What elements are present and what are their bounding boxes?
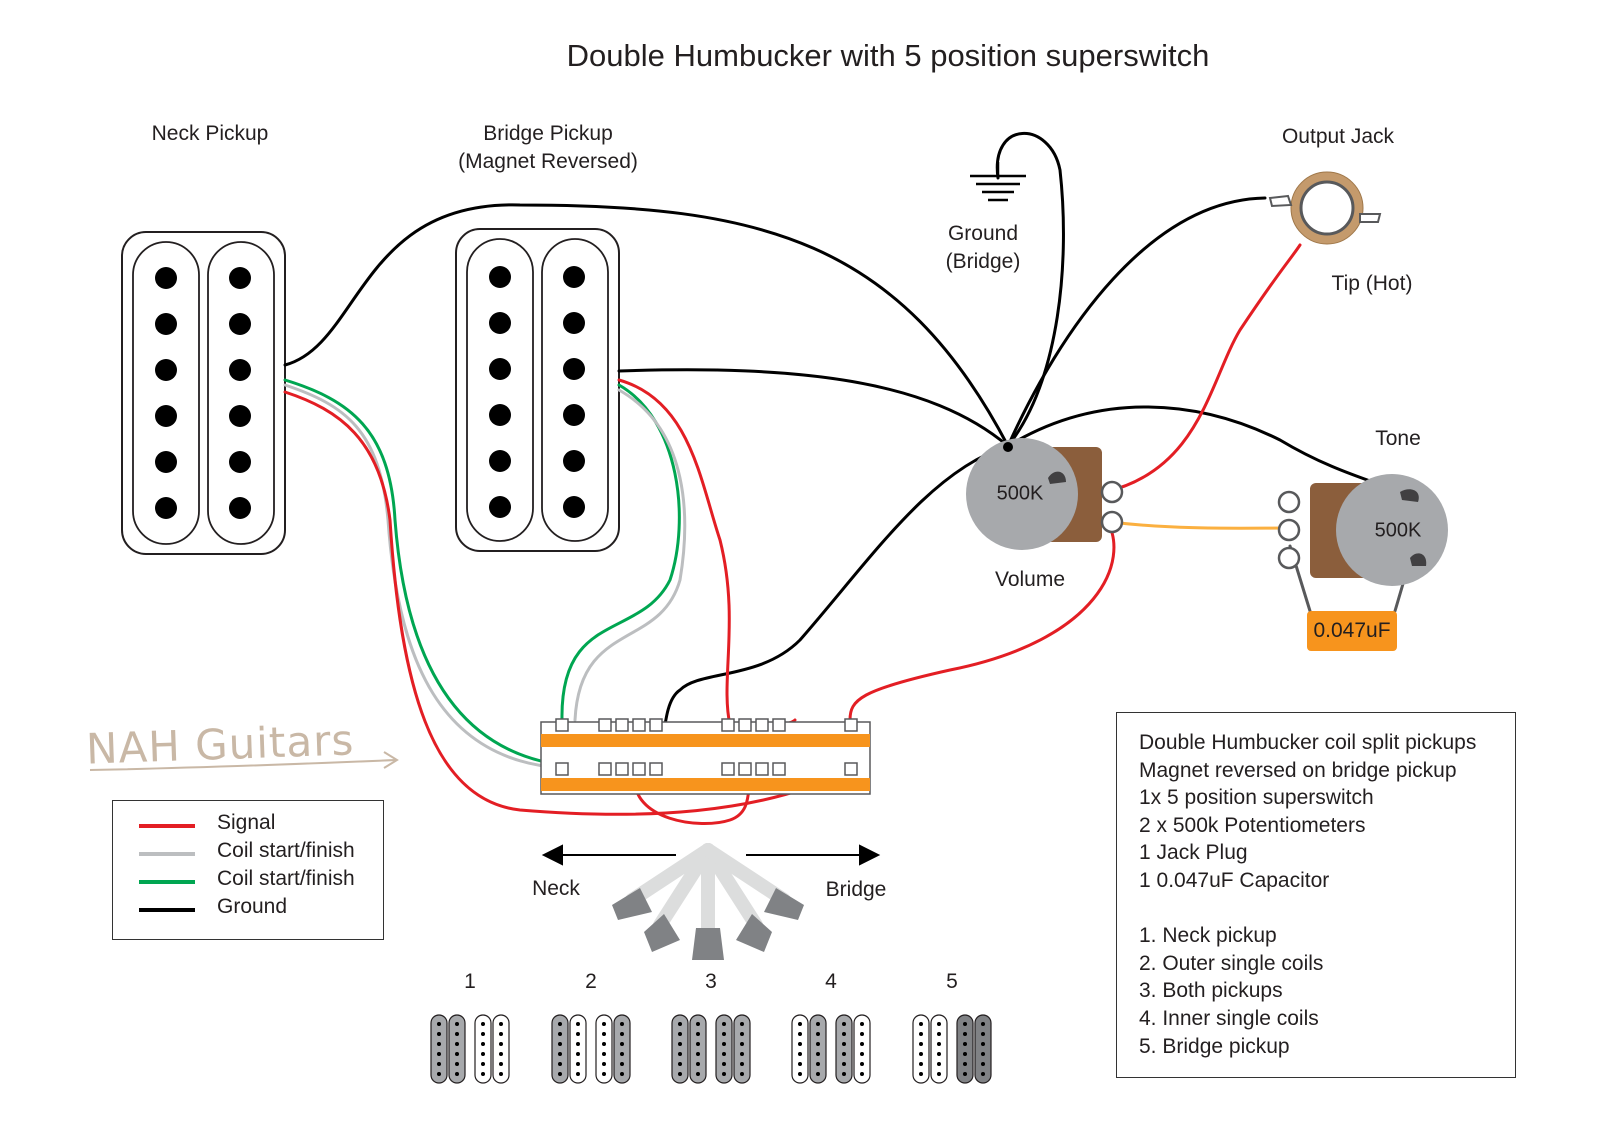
tone-value: 500K [1374, 519, 1422, 542]
neck-direction-label: Neck [532, 877, 580, 900]
legend-coil-grey-swatch [139, 852, 195, 856]
position-diagram-dots [437, 1022, 985, 1076]
legend-ground-swatch [139, 908, 195, 912]
tone-pot [1277, 474, 1448, 586]
brand-arrow [89, 751, 399, 771]
info-line: Double Humbucker coil split pickups [1139, 731, 1477, 754]
info-line: 1 Jack Plug [1139, 841, 1248, 865]
position-3-label: 3 [705, 970, 717, 993]
legend-signal-label: Signal [217, 811, 276, 834]
info-panel: Double Humbucker coil split pickups Magn… [1116, 712, 1516, 1078]
legend: Signal Coil start/finish Coil start/fini… [112, 800, 384, 940]
superswitch [540, 718, 871, 795]
legend-ground-label: Ground [217, 895, 288, 918]
volume-value: 500K [996, 482, 1044, 505]
bridge-pickup [455, 228, 620, 552]
legend-coil-green-swatch [139, 880, 195, 884]
position-diagrams [430, 1014, 992, 1084]
info-line: 1x 5 position superswitch [1139, 786, 1374, 810]
tone-label: Tone [1375, 427, 1421, 450]
output-jack-label: Output Jack [1281, 125, 1395, 148]
position-description: 3. Both pickups [1139, 979, 1283, 1003]
diagram-title: Double Humbucker with 5 position supersw… [566, 38, 1210, 73]
switch-lever-fan [612, 843, 804, 960]
info-spacer [1139, 895, 1515, 923]
position-2-label: 2 [585, 970, 597, 993]
bridge-pickup-label: Bridge Pickup [483, 122, 613, 145]
bridge-direction-label: Bridge [825, 878, 887, 901]
direction-arrows [541, 844, 881, 866]
legend-coil-green-label: Coil start/finish [217, 867, 355, 890]
info-line: 1 0.047uF Capacitor [1139, 868, 1330, 892]
ground-label: Ground [947, 222, 1019, 245]
ground-symbol [970, 162, 1026, 202]
legend-coil-grey-label: Coil start/finish [217, 839, 355, 862]
volume-label: Volume [994, 568, 1066, 591]
info-line: 2 x 500k Potentiometers [1139, 813, 1366, 837]
position-1-label: 1 [464, 970, 476, 993]
neck-pickup-label: Neck Pickup [151, 122, 269, 145]
brand-watermark: NAH Guitars [85, 715, 356, 774]
tip-label: Tip (Hot) [1331, 272, 1413, 295]
position-4-label: 4 [825, 970, 837, 993]
position-5-label: 5 [946, 970, 958, 993]
output-jack [1268, 171, 1382, 245]
capacitor-label: 0.047uF [1307, 611, 1397, 651]
info-line: Magnet reversed on bridge pickup [1139, 758, 1457, 782]
bridge-pickup-note: (Magnet Reversed) [458, 150, 638, 173]
position-description: 2. Outer single coils [1139, 951, 1324, 975]
neck-pickup [121, 231, 286, 555]
position-description: 1. Neck pickup [1139, 924, 1277, 948]
volume-pot [966, 438, 1124, 550]
wires [283, 132, 1412, 826]
legend-signal-swatch [139, 824, 195, 828]
position-description: 5. Bridge pickup [1139, 1034, 1290, 1058]
ground-note: (Bridge) [945, 250, 1021, 273]
position-description: 4. Inner single coils [1139, 1006, 1319, 1030]
